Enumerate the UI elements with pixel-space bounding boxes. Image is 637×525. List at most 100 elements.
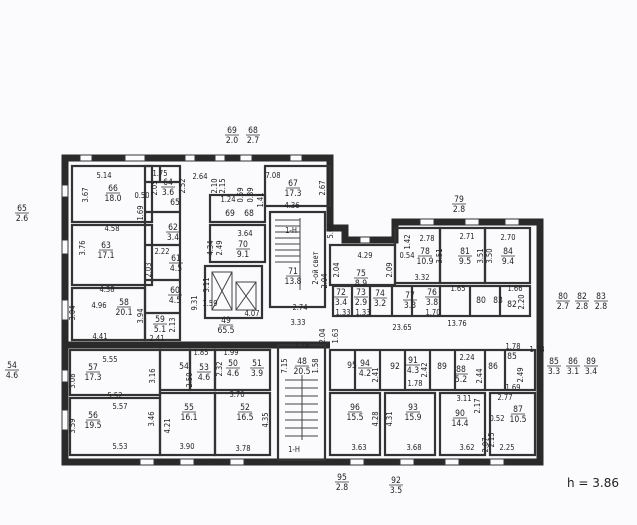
room-48-area: 20.5 — [293, 367, 310, 377]
dimension-label: 5.57 — [112, 402, 127, 411]
window-height-83-area: 2.8 — [595, 302, 607, 312]
room-68-number: 68 — [244, 209, 254, 219]
dimension-label: 4.35 — [261, 412, 270, 427]
dimension-label: 1.33 — [335, 308, 350, 317]
room-72-area: 3.4 — [335, 298, 347, 308]
dimension-label: 2.24 — [459, 353, 474, 362]
dimension-label: 4.07 — [244, 309, 259, 318]
room-88-number: 88 — [456, 365, 466, 375]
dimension-label: 2.41 — [149, 334, 164, 343]
room-84-number: 84 — [503, 247, 513, 257]
room-91-number: 91 — [408, 356, 418, 366]
room-77-number: 77 — [405, 291, 415, 301]
room-90-area: 14.4 — [451, 419, 468, 429]
second-light-label: 2-ой свет — [311, 251, 320, 284]
dimension-label: 2.25 — [499, 443, 514, 452]
dimension-label: 3.50 — [485, 248, 494, 263]
dimension-label: 2.15 — [487, 432, 496, 447]
room-94-number: 94 — [360, 359, 370, 369]
dimension-label: 4.34 — [206, 240, 215, 255]
room-78-area: 10.9 — [416, 257, 433, 267]
room-60-area: 4.5 — [169, 296, 181, 306]
room-95-number: 95 — [347, 361, 357, 371]
dimension-label: 2.22 — [154, 247, 169, 256]
window-height-82-area: 2.8 — [576, 302, 588, 312]
room-73-area: 2.9 — [355, 298, 367, 308]
dimension-label: 0.52 — [489, 414, 504, 423]
room-78-number: 78 — [420, 247, 430, 257]
room-50-number: 50 — [228, 359, 238, 369]
room-50-area: 4.6 — [227, 369, 239, 379]
room-90-number: 90 — [455, 409, 465, 419]
window-height-65-number: 65 — [17, 204, 27, 214]
room-76-area: 3.8 — [426, 298, 438, 308]
dimension-label: 1.66 — [507, 284, 522, 293]
window-height-54-area: 4.6 — [6, 371, 18, 381]
room-63-number: 63 — [101, 241, 111, 251]
room-87-number: 87 — [513, 405, 523, 415]
room-83-number: 83 — [493, 296, 503, 306]
dimension-label: 13.76 — [447, 319, 466, 328]
room-96-area: 15.5 — [346, 413, 363, 423]
room-91-area: 4.3 — [407, 366, 419, 376]
dimension-label: 3.16 — [148, 368, 157, 383]
room-64-area: 3.6 — [162, 188, 174, 198]
dimension-label: 3.67 — [81, 187, 90, 202]
dimension-label: 3.94 — [136, 308, 145, 323]
room-72-number: 72 — [336, 288, 346, 298]
dimension-label: 23.65 — [392, 323, 411, 332]
dimension-label: 4.41 — [92, 332, 107, 341]
room-62-number: 62 — [168, 223, 178, 233]
room-81-area: 9.5 — [459, 257, 471, 267]
window-height-89-area: 3.4 — [585, 367, 597, 377]
room-71-area: 13.8 — [284, 277, 301, 287]
room-70-area: 9.1 — [237, 250, 249, 260]
dimension-label: 2.10 — [210, 178, 219, 193]
dimension-label: 1.78 — [529, 345, 544, 354]
room-74-number: 74 — [375, 289, 385, 299]
room-93-area: 15.9 — [404, 413, 421, 423]
dimension-label: 2.71 — [459, 232, 474, 241]
room-75-number: 75 — [356, 269, 366, 279]
dimension-label: 4.29 — [357, 251, 372, 260]
dimension-label: 0.54 — [399, 251, 414, 260]
window-height-54-number: 54 — [7, 361, 17, 371]
room-73-number: 73 — [356, 288, 366, 298]
dimension-label: 2.20 — [517, 294, 526, 309]
window-height-89-number: 89 — [586, 357, 596, 367]
room-89-number: 89 — [437, 362, 447, 372]
dimension-label: 3.33 — [290, 318, 305, 327]
dimension-label: 2.17 — [473, 398, 482, 413]
window-height-68-number: 68 — [248, 126, 258, 136]
dimension-label: 1.78 — [407, 379, 422, 388]
room-81-number: 81 — [460, 247, 470, 257]
dimension-label: 1.24 — [220, 195, 235, 204]
room-77-area: 3.3 — [404, 301, 416, 311]
dimension-label: 5.68 — [326, 223, 335, 238]
room-61-area: 4.5 — [170, 264, 182, 274]
dimension-label: 5.53 — [112, 442, 127, 451]
dimension-label: 2.05 — [150, 180, 159, 195]
dimension-label: 2.52 — [178, 178, 187, 193]
dimension-label: 9.31 — [190, 295, 199, 310]
room-80-number: 80 — [476, 296, 486, 306]
dimension-label: 5.52 — [107, 391, 122, 400]
room-88-area: 5.2 — [455, 375, 467, 385]
room-64-number: 64 — [163, 178, 173, 188]
dimension-label: 1.65 — [450, 284, 465, 293]
dimension-label: 3.76 — [78, 240, 87, 255]
dimension-label: 3.11 — [456, 394, 471, 403]
dimension-label: 3.04 — [68, 305, 77, 320]
dimension-label: 4.38 — [99, 285, 114, 294]
room-86-number: 86 — [488, 362, 498, 372]
room-61-number: 61 — [171, 254, 181, 264]
room-66-number: 66 — [108, 184, 118, 194]
room-71-number: 71 — [288, 267, 298, 277]
room-59-area: 5.1 — [154, 325, 166, 335]
dimension-label: 3.59 — [68, 418, 77, 433]
room-54-number: 54 — [179, 362, 189, 372]
dimension-label: 1.63 — [331, 328, 340, 343]
room-60-number: 60 — [170, 286, 180, 296]
dimension-label: 2.13 — [168, 317, 177, 332]
